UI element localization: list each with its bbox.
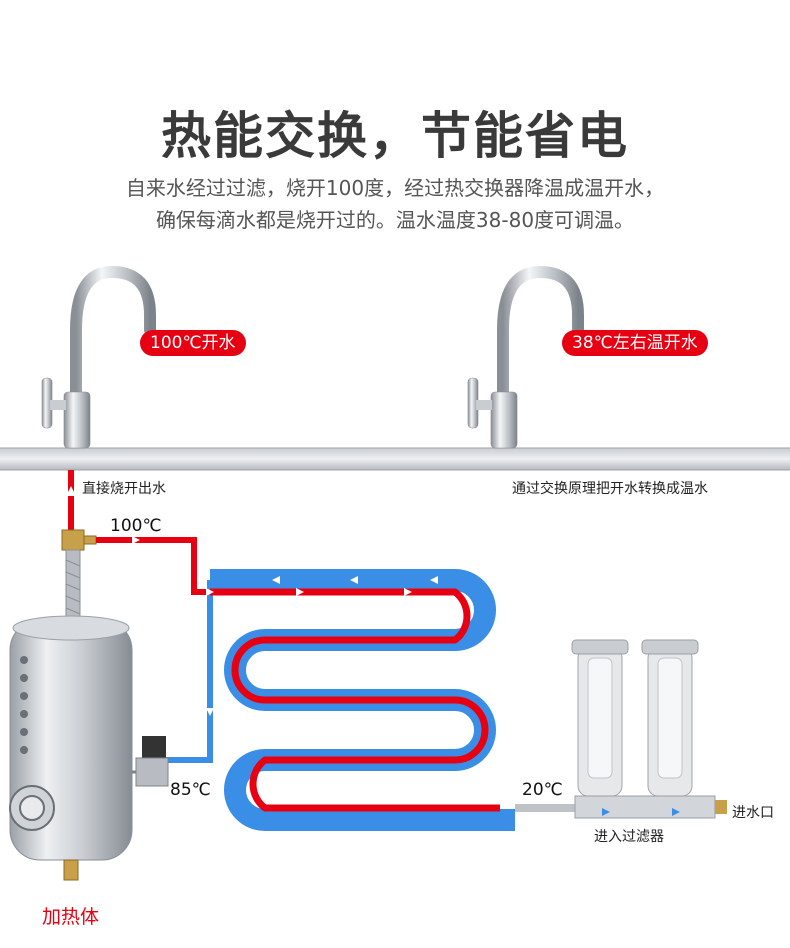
countertop [0, 447, 790, 471]
warm-water-faucet [467, 265, 584, 449]
warm-outlet-pipe [497, 470, 507, 808]
filter-base-pipe [574, 795, 727, 819]
subtitle-line-1: 自来水经过过滤，烧开100度，经过热交换器降温成温开水， [125, 176, 665, 200]
subtitle-line-2: 确保每滴水都是烧开过的。温水温度38-80度可调温。 [155, 208, 635, 232]
water-inlet-label: 进水口 [732, 805, 774, 821]
water-heater-tank [9, 615, 133, 881]
water-filter-1 [571, 639, 629, 797]
exchange-principle-label: 通过交换原理把开水转换成温水 [512, 481, 708, 497]
heat-exchanger-hot-coil [206, 588, 500, 812]
warm-water-label: 38℃左右温开水 [562, 330, 708, 356]
hot-outlet-pipe [66, 470, 76, 540]
water-filter-2 [641, 639, 699, 797]
solenoid-valve [132, 736, 169, 787]
heater-label: 加热体 [42, 906, 100, 928]
direct-outlet-label: 直接烧开出水 [82, 481, 166, 497]
page-title: 热能交换，节能省电 [161, 107, 629, 165]
cold-flow-arrows [272, 576, 438, 604]
hot-water-faucet [41, 265, 156, 449]
heater-valve [61, 529, 97, 621]
hot-water-label: 100℃开水 [140, 330, 246, 356]
temp-20-label: 20℃ [522, 780, 563, 800]
temp-100-label: 100℃ [110, 516, 162, 536]
into-filter-label: 进入过滤器 [594, 829, 664, 845]
hot-feed-pipe [96, 536, 210, 595]
temp-85-label: 85℃ [170, 780, 211, 800]
